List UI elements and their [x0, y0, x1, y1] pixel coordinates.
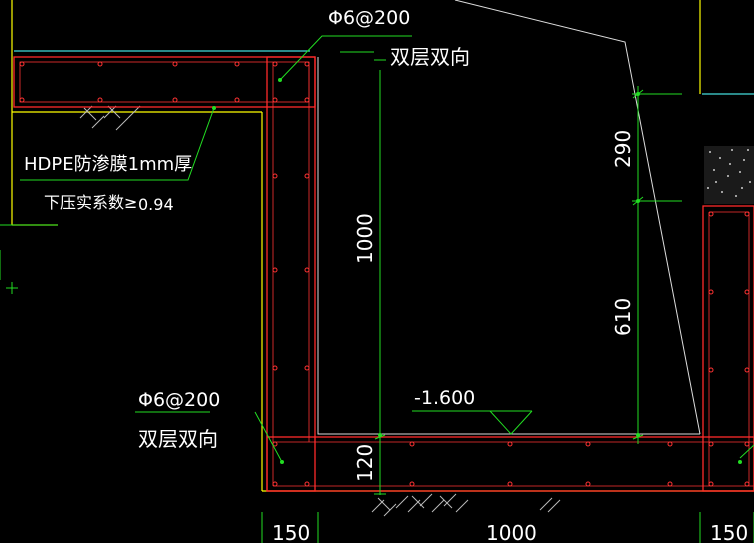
upper-segment-dim: 290 — [611, 130, 635, 168]
rebar-dot — [409, 441, 415, 447]
rebar-dot — [585, 481, 591, 487]
small-crosses — [6, 282, 386, 495]
dimension-lines — [0, 59, 754, 543]
rebar-dot — [708, 481, 714, 487]
rebar-dot — [234, 97, 240, 103]
rebar-dot — [97, 61, 103, 67]
concrete-section — [13, 56, 754, 492]
slab-thickness-dim: 120 — [353, 444, 377, 482]
rebar-dot — [172, 97, 178, 103]
gravel-pattern — [704, 146, 754, 204]
rebar-dot — [708, 367, 714, 373]
rebar-dot — [744, 289, 750, 295]
leader-dots — [212, 78, 742, 464]
rebar-dot — [19, 61, 25, 67]
rebar-dot — [172, 61, 178, 67]
rebar-dot — [409, 481, 415, 487]
rebar-lines — [19, 61, 754, 487]
earth-hatch — [79, 105, 561, 517]
rebar-dot — [19, 97, 25, 103]
rebar-dot — [272, 61, 278, 67]
rebar-dot — [304, 365, 310, 371]
grade-lines — [11, 0, 754, 492]
rebar-dot — [234, 61, 240, 67]
rebar-dot — [304, 61, 310, 67]
rebar-dot — [272, 97, 278, 103]
rebar-dot — [304, 173, 310, 179]
rebar-dot — [272, 441, 278, 447]
rebar-dot — [667, 441, 673, 447]
lower-segment-dim: 610 — [611, 298, 635, 336]
rebar-dot — [272, 267, 278, 273]
rebar-dot — [585, 441, 591, 447]
rebar-top-spec: Φ6@200 — [328, 7, 410, 29]
rebar-bottom-dir: 双层双向 — [138, 427, 218, 451]
rebar-dot — [272, 173, 278, 179]
bottom-center-dim: 1000 — [486, 521, 537, 543]
leader-lines — [0, 35, 754, 463]
rebar-dot — [304, 267, 310, 273]
cyan-membrane-line — [14, 50, 754, 95]
rebar-dot — [744, 441, 750, 447]
compaction-label: 下压实系数≥ — [44, 193, 137, 212]
hdpe-label: HDPE防渗膜1mm厚 — [24, 154, 192, 175]
rebar-dot — [744, 481, 750, 487]
rebar-dot — [272, 365, 278, 371]
rebar-dot — [708, 211, 714, 217]
rebar-dot — [507, 441, 513, 447]
rebar-bottom-spec: Φ6@200 — [138, 389, 220, 411]
rebar-dot — [744, 211, 750, 217]
bottom-left-dim: 150 — [272, 521, 310, 543]
inner-basin-outline — [317, 0, 701, 435]
rebar-dot — [708, 441, 714, 447]
rebar-dot — [304, 481, 310, 487]
bottom-right-dim: 150 — [710, 521, 748, 543]
rebar-dot — [744, 367, 750, 373]
rebar-top-dir: 双层双向 — [390, 45, 470, 69]
rebar-dot — [507, 481, 513, 487]
rebar-dot — [304, 97, 310, 103]
rebar-dot — [708, 289, 714, 295]
elevation-label: -1.600 — [414, 387, 475, 409]
rebar-dot — [97, 97, 103, 103]
rebar-dot — [667, 481, 673, 487]
rebar-dot — [272, 481, 278, 487]
rebar-dots — [19, 61, 750, 487]
compaction-value: 0.94 — [138, 195, 174, 214]
wall-height-dim: 1000 — [353, 213, 377, 264]
